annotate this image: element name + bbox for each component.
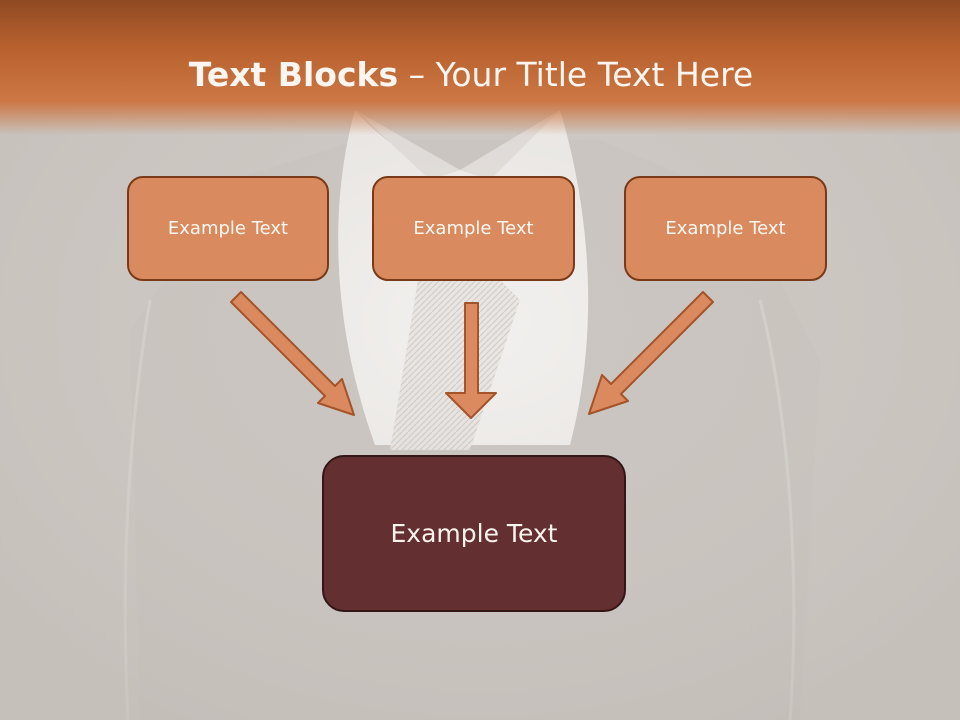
text-box-right-label: Example Text: [665, 218, 786, 239]
text-box-center: Example Text: [372, 176, 575, 281]
title-rest: Your Title Text Here: [435, 55, 754, 94]
text-box-left-label: Example Text: [167, 218, 289, 239]
arrow-left: [230, 291, 355, 416]
arrow-center: [445, 302, 497, 419]
title-bold: Text Blocks: [188, 55, 399, 94]
arrow-right: [588, 291, 714, 415]
slide-title: Text Blocks – Your Title Text Here: [0, 52, 942, 98]
text-box-bottom: Example Text: [322, 455, 626, 612]
text-box-right: Example Text: [624, 176, 827, 281]
title-dash: –: [398, 55, 436, 94]
text-box-center-label: Example Text: [413, 218, 534, 239]
header-band: [0, 0, 960, 135]
text-box-bottom-label: Example Text: [390, 519, 558, 548]
text-box-left: Example Text: [127, 176, 329, 281]
